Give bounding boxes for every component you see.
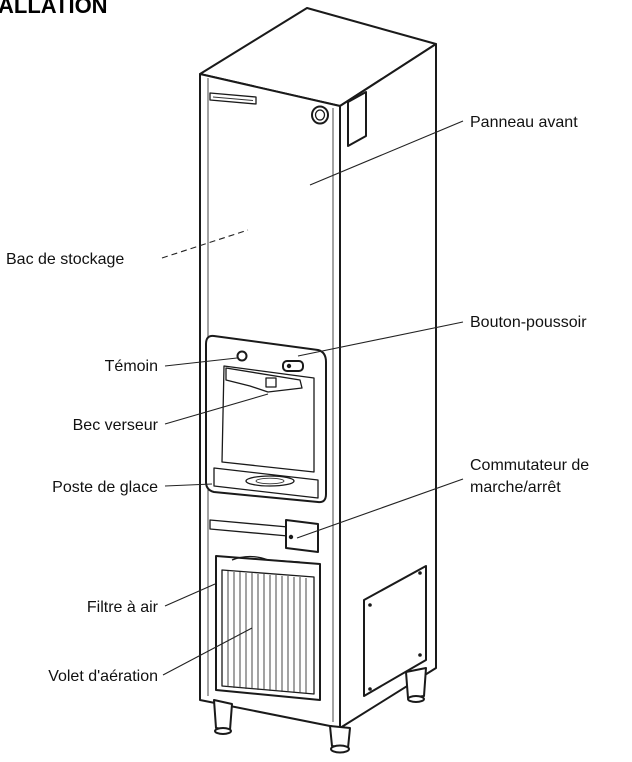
label-storage-bin: Bac de stockage xyxy=(6,251,124,268)
leader-spout xyxy=(164,393,269,425)
ice-tray xyxy=(213,467,319,499)
louver-slats xyxy=(227,571,307,693)
section-title: ALLATION xyxy=(0,0,108,18)
label-power-switch-line1: Commutateur de xyxy=(470,457,589,474)
label-spout: Bec verseur xyxy=(73,417,159,434)
label-front-panel: Panneau avant xyxy=(470,114,578,131)
rear-panel xyxy=(347,91,367,147)
push-button-icon xyxy=(282,360,304,372)
spout-icon xyxy=(225,367,303,393)
spout-nozzle xyxy=(265,377,277,388)
label-louver: Volet d'aération xyxy=(48,668,158,685)
air-filter-grid xyxy=(221,569,315,695)
indicator-light-icon xyxy=(236,350,248,362)
label-push-button: Bouton-poussoir xyxy=(470,314,587,331)
dispenser-cavity xyxy=(221,365,315,473)
louver-frame xyxy=(215,555,321,701)
leader-storage-bin xyxy=(161,229,249,259)
leader-lines xyxy=(161,120,464,676)
label-ice-station: Poste de glace xyxy=(52,479,158,496)
dispenser-recess xyxy=(205,334,327,504)
machine-legs xyxy=(213,667,427,754)
label-power-switch-line2: marche/arrêt xyxy=(470,479,561,496)
leader-push-button xyxy=(297,321,464,357)
label-air-filter: Filtre à air xyxy=(87,599,159,616)
leader-indicator xyxy=(164,357,238,367)
round-knob-icon xyxy=(311,105,329,125)
leader-air-filter xyxy=(164,583,216,607)
leader-ice-station xyxy=(164,483,213,487)
leader-power-switch xyxy=(296,478,464,539)
label-indicator: Témoin xyxy=(105,358,158,375)
leader-louver xyxy=(162,627,253,676)
brand-logo-plate xyxy=(209,92,257,105)
leader-front-panel xyxy=(309,120,464,186)
filter-handle xyxy=(231,555,301,563)
ice-dispenser-machine xyxy=(199,7,437,754)
side-access-panel xyxy=(363,565,427,697)
